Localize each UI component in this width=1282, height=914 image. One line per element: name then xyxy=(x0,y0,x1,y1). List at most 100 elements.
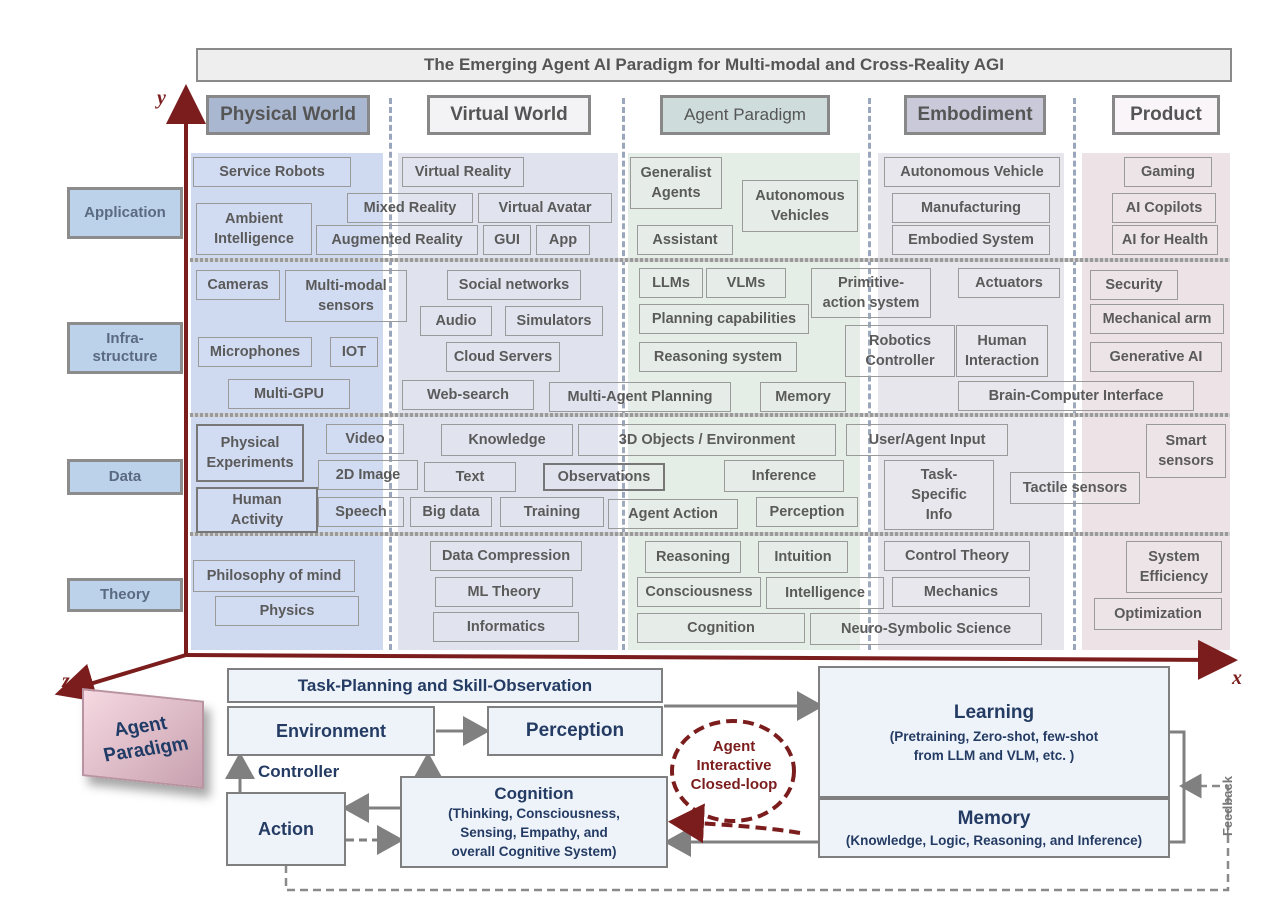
cell-multi-modal-sensors: Multi-modal sensors xyxy=(285,270,407,322)
cell-system-efficiency: System Efficiency xyxy=(1126,541,1222,593)
cell-mechanics: Mechanics xyxy=(892,577,1030,607)
cell-actuators: Actuators xyxy=(958,268,1060,298)
cell-cognition: Cognition xyxy=(637,613,805,643)
cell-iot: IOT xyxy=(330,337,378,367)
cell-training: Training xyxy=(500,497,604,527)
y-axis-label: y xyxy=(157,87,166,109)
learning-box: Learning (Pretraining, Zero-shot, few-sh… xyxy=(818,666,1170,798)
cell-virtual-reality: Virtual Reality xyxy=(402,157,524,187)
task-planning-label: Task-Planning and Skill-Observation xyxy=(297,675,593,695)
row-divider xyxy=(190,258,1230,262)
cell-app: App xyxy=(536,225,590,255)
memory-box: Memory (Knowledge, Logic, Reasoning, and… xyxy=(818,798,1170,858)
memory-title: Memory xyxy=(957,807,1031,829)
column-divider xyxy=(622,98,625,650)
action-label: Action xyxy=(258,818,314,839)
environment-label: Environment xyxy=(275,720,386,741)
column-divider xyxy=(389,98,392,650)
cell-big-data: Big data xyxy=(410,497,492,527)
cell-generative-ai: Generative AI xyxy=(1090,342,1222,372)
column-header-product: Product xyxy=(1112,95,1220,135)
cell-agent-action: Agent Action xyxy=(608,499,738,529)
cell-ml-theory: ML Theory xyxy=(435,577,573,607)
cell-reasoning: Reasoning xyxy=(645,541,741,573)
cell-multi-agent-planning: Multi-Agent Planning xyxy=(549,382,731,412)
perception-label: Perception xyxy=(525,720,625,741)
row-divider xyxy=(190,413,1230,417)
row-label-data: Data xyxy=(67,459,183,495)
cell-microphones: Microphones xyxy=(198,337,312,367)
cell-gui: GUI xyxy=(483,225,531,255)
cell-inference: Inference xyxy=(724,460,844,492)
cell-cloud-servers: Cloud Servers xyxy=(446,342,560,372)
cognition-title: Cognition xyxy=(494,783,574,803)
physical-world-panel xyxy=(191,153,383,650)
cell-assistant: Assistant xyxy=(637,225,733,255)
feedback-label: Feedback xyxy=(1220,776,1235,836)
cell-cameras: Cameras xyxy=(196,270,280,300)
cell-mixed-reality: Mixed Reality xyxy=(347,193,473,223)
cell-text: Text xyxy=(424,462,516,492)
cell-knowledge: Knowledge xyxy=(441,424,573,456)
column-header-physical-world: Physical World xyxy=(206,95,370,135)
z-axis-label: z xyxy=(62,670,70,692)
cell-physics: Physics xyxy=(215,596,359,626)
learning-title: Learning xyxy=(953,702,1035,723)
environment-box: Environment xyxy=(227,706,435,756)
product-panel xyxy=(1082,153,1230,650)
cell-audio: Audio xyxy=(420,306,492,336)
cell-philosophy-of-mind: Philosophy of mind xyxy=(193,560,355,592)
agent-paradigm-panel xyxy=(628,153,860,650)
action-box: Action xyxy=(226,792,346,866)
cell-ai-for-health: AI for Health xyxy=(1112,225,1218,255)
cell-ambient-intelligence: Ambient Intelligence xyxy=(196,203,312,255)
cell-tactile-sensors: Tactile sensors xyxy=(1010,472,1140,504)
perception-box: Perception xyxy=(487,706,663,756)
cell-optimization: Optimization xyxy=(1094,598,1222,630)
cell-2d-image: 2D Image xyxy=(318,460,418,490)
cell-reasoning-system: Reasoning system xyxy=(639,342,797,372)
cell-ai-copilots: AI Copilots xyxy=(1112,193,1216,223)
cell-augmented-reality: Augmented Reality xyxy=(316,225,478,255)
cognition-box: Cognition (Thinking, Consciousness, Sens… xyxy=(400,776,668,868)
cell-embodied-system: Embodied System xyxy=(892,225,1050,255)
column-header-virtual-world: Virtual World xyxy=(427,95,591,135)
cell-speech: Speech xyxy=(318,497,404,527)
cell-simulators: Simulators xyxy=(505,306,603,336)
cell-brain-computer-interface: Brain-Computer Interface xyxy=(958,381,1194,411)
cell-observations: Observations xyxy=(543,463,665,491)
cell-user-agent-input: User/Agent Input xyxy=(846,424,1008,456)
column-divider xyxy=(1073,98,1076,650)
cell-human-interaction: Human Interaction xyxy=(956,325,1048,377)
task-planning-box: Task-Planning and Skill-Observation xyxy=(227,668,663,703)
cell-social-networks: Social networks xyxy=(447,270,581,300)
cell-physical-experiments: Physical Experiments xyxy=(196,424,304,482)
cell-manufacturing: Manufacturing xyxy=(892,193,1050,223)
row-label-application: Application xyxy=(67,187,183,239)
cell-perception: Perception xyxy=(756,497,858,527)
embodiment-panel xyxy=(878,153,1064,650)
cell-web-search: Web-search xyxy=(402,380,534,410)
x-axis-label: x xyxy=(1232,667,1242,689)
cell-control-theory: Control Theory xyxy=(884,541,1030,571)
cell-mechanical-arm: Mechanical arm xyxy=(1090,304,1224,334)
cell-3d-objects-environment: 3D Objects / Environment xyxy=(578,424,836,456)
cell-memory: Memory xyxy=(760,382,846,412)
cognition-description: (Thinking, Consciousness, Sensing, Empat… xyxy=(448,805,620,859)
cell-generalist-agents: Generalist Agents xyxy=(630,157,722,209)
column-divider xyxy=(868,98,871,650)
cell-smart-sensors: Smart sensors xyxy=(1146,424,1226,478)
cell-consciousness: Consciousness xyxy=(637,577,761,607)
cell-video: Video xyxy=(326,424,404,454)
cell-virtual-avatar: Virtual Avatar xyxy=(478,193,612,223)
cell-task-specific-info: Task- Specific Info xyxy=(884,460,994,530)
row-divider xyxy=(190,532,1230,536)
column-header-agent-paradigm: Agent Paradigm xyxy=(660,95,830,135)
cell-informatics: Informatics xyxy=(433,612,579,642)
cell-autonomous-vehicle: Autonomous Vehicle xyxy=(884,157,1060,187)
cell-multi-gpu: Multi-GPU xyxy=(228,379,350,409)
diagram-title: The Emerging Agent AI Paradigm for Multi… xyxy=(196,48,1232,82)
cell-intelligence: Intelligence xyxy=(766,577,884,609)
row-label-theory: Theory xyxy=(67,578,183,612)
